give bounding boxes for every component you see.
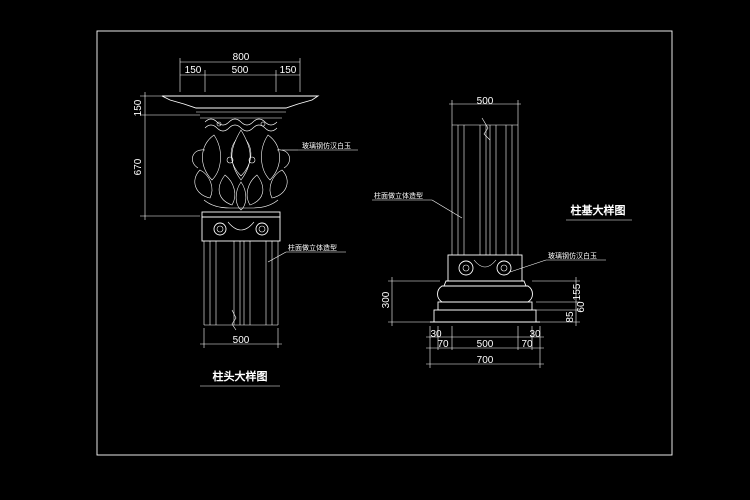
dim-center-500: 500 [232,65,249,76]
dim-base-300: 300 [381,291,392,308]
capital-abacus [161,95,320,109]
dim-base-center-500: 500 [477,339,494,350]
base-detail: 500 300 [372,96,632,368]
capital-detail-title: 柱头大样图 [213,369,268,383]
base-detail-title: 柱基大样图 [571,203,626,217]
dim-base-right-30: 30 [529,329,541,340]
dim-height-150: 150 [133,99,144,116]
note-base-material: 玻璃钢仿汉白玉 [548,251,597,260]
dim-base-right-70: 70 [521,339,533,350]
dim-overall-800: 800 [233,52,250,63]
drawing-frame [96,30,673,456]
capital-shaft [203,241,279,331]
note-capital-material: 玻璃钢仿汉白玉 [302,141,351,150]
base-shaft [451,117,519,255]
dim-base-shaft-500: 500 [477,96,494,107]
dim-base-left-70: 70 [437,339,449,350]
dim-base-overall-700: 700 [477,355,494,366]
dim-base-60: 60 [576,301,587,313]
dim-height-670: 670 [133,158,144,175]
note-base-shaft-surface: 柱面做立体造型 [374,191,423,200]
dim-base-155: 155 [572,283,583,300]
dim-right-150: 150 [280,65,297,76]
acanthus-leaves [192,121,290,211]
dim-base-85: 85 [565,311,576,323]
dim-shaft-500: 500 [233,335,250,346]
note-capital-shaft-surface: 柱面做立体造型 [288,243,337,252]
capital-detail: 800 150 500 150 150 670 [133,52,358,387]
dim-left-150: 150 [185,65,202,76]
dim-base-left-30: 30 [430,329,442,340]
